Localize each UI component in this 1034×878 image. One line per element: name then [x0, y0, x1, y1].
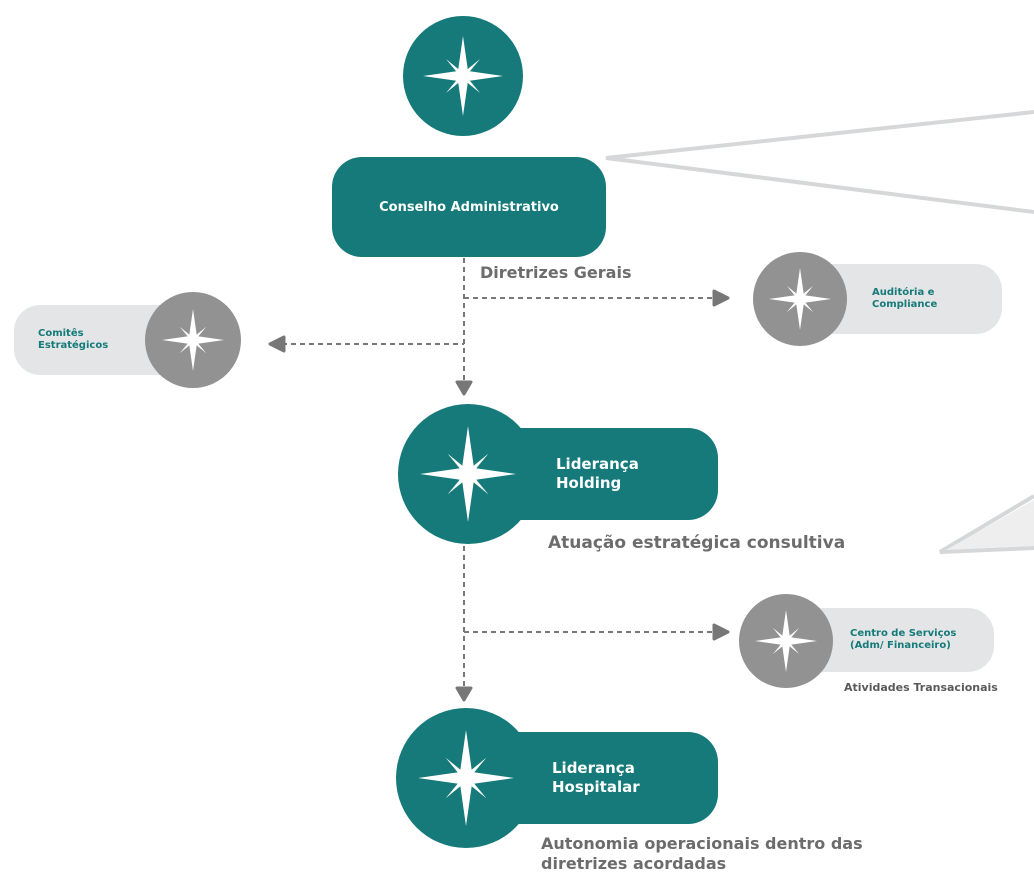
holding-icon-circle [398, 404, 538, 544]
comites-label-line1: Comitês [38, 328, 84, 339]
callout-wedge-top [605, 110, 1034, 214]
conselho-node[interactable]: Conselho Administrativo [332, 157, 606, 257]
arrowhead-hospitalar [455, 686, 473, 702]
centro-label-line2: (Adm/ Financeiro) [850, 640, 951, 651]
conselho-icon-circle [403, 16, 523, 136]
hospitalar-label-line1: Liderança [552, 759, 635, 777]
comites-icon-circle [145, 292, 241, 388]
callout-wedge-bottom [938, 494, 1034, 554]
comites-label-line2: Estratégicos [38, 340, 109, 351]
auditoria-label-line1: Auditória e [872, 287, 935, 298]
compass-star-icon [420, 426, 516, 522]
auditoria-label-line2: Compliance [872, 299, 938, 310]
compass-star-icon [755, 610, 817, 672]
conselho-label: Conselho Administrativo [379, 199, 559, 215]
centro-icon-circle [739, 594, 833, 688]
caption-hospitalar-line1: Autonomia operacionais dentro das [541, 834, 863, 853]
callout-wedge-bottom-fill [946, 500, 1034, 550]
hospitalar-icon-circle [396, 708, 536, 848]
holding-label-line1: Liderança [556, 455, 639, 473]
auditoria-icon-circle [753, 252, 847, 346]
arrowhead-holding [455, 380, 473, 396]
arrowhead-auditoria [712, 289, 730, 307]
compass-star-icon [418, 730, 514, 826]
caption-hospitalar: Autonomia operacionais dentro das diretr… [541, 834, 863, 874]
caption-diretrizes: Diretrizes Gerais [480, 263, 632, 282]
compass-star-icon [769, 268, 831, 330]
centro-label-line1: Centro de Serviços [850, 628, 957, 639]
compass-star-icon [162, 309, 224, 371]
arrowhead-comites [268, 335, 286, 353]
hospitalar-label-line2: Hospitalar [552, 778, 640, 796]
compass-star-icon [423, 36, 503, 116]
caption-centro: Atividades Transacionais [844, 681, 998, 694]
arrowhead-centro [712, 623, 730, 641]
holding-label-line2: Holding [556, 474, 622, 492]
caption-hospitalar-line2: diretrizes acordadas [541, 854, 727, 873]
caption-holding: Atuação estratégica consultiva [548, 533, 846, 553]
